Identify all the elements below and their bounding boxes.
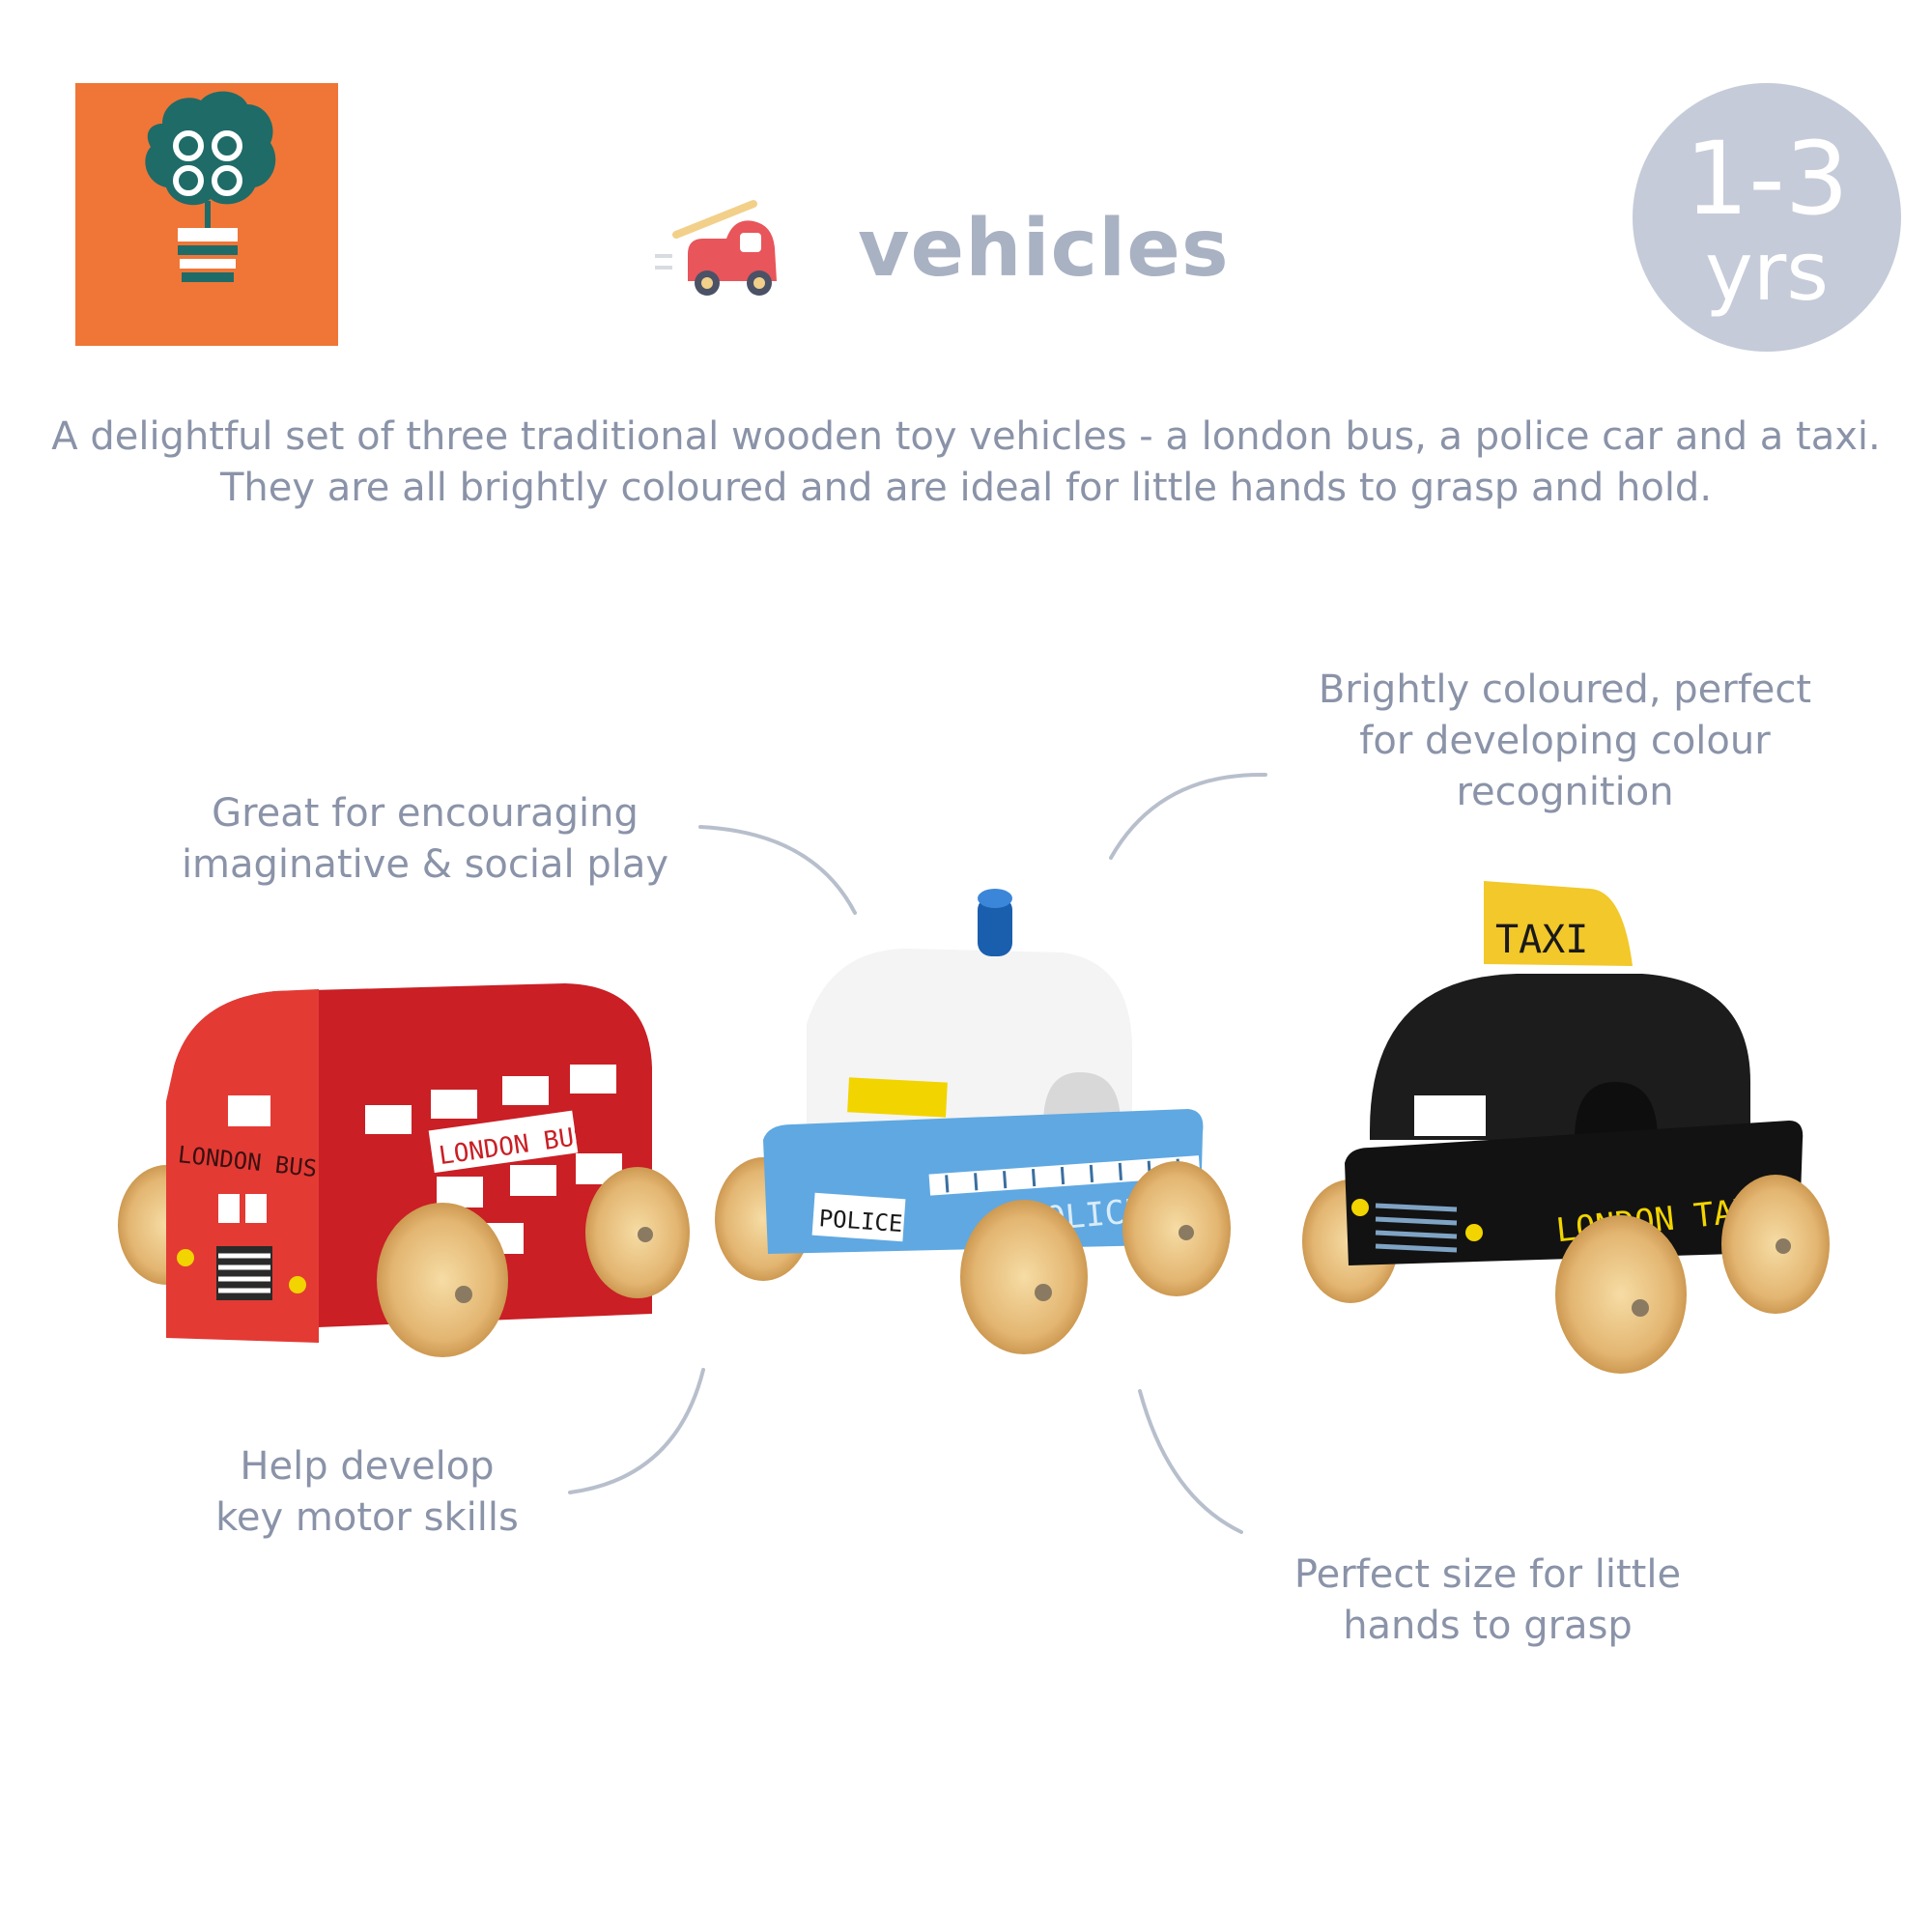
feature-text-line: key motor skills: [215, 1495, 519, 1540]
feature-text-line: Great for encouraging: [212, 791, 639, 836]
product-description: A delightful set of three traditional wo…: [19, 412, 1913, 514]
brand-logo: orange tree toys: [75, 83, 338, 408]
feature-text-line: hands to grasp: [1343, 1604, 1633, 1648]
age-unit: yrs: [1704, 224, 1829, 319]
feature-colour-recognition: Brightly coloured, perfect for developin…: [1275, 665, 1855, 818]
age-range: 1-3: [1685, 120, 1849, 238]
fire-truck-icon: [655, 200, 777, 296]
age-badge: 1-3 yrs: [1633, 83, 1901, 352]
feature-text-line: Brightly coloured, perfect: [1318, 668, 1812, 712]
category-title: vehicles: [858, 203, 1230, 295]
feature-grasp-size: Perfect size for little hands to grasp: [1246, 1549, 1729, 1652]
feature-motor-skills: Help develop key motor skills: [174, 1441, 560, 1544]
taxi-sign-label: TAXI: [1495, 918, 1588, 962]
police-front-label: POLICE: [818, 1205, 903, 1237]
feature-text-line: Perfect size for little: [1293, 1552, 1682, 1597]
london-bus-toy: LONDON BUS LONDON BUS: [118, 983, 690, 1357]
brand-name: orange tree toys: [98, 377, 316, 408]
feature-imaginative-play: Great for encouraging imaginative & soci…: [145, 788, 705, 891]
feature-text-line: Help develop: [240, 1444, 495, 1489]
feature-text-line: for developing colour: [1359, 719, 1771, 763]
feature-text-line: recognition: [1456, 770, 1674, 814]
tree-logo-icon: [145, 91, 276, 282]
description-line-1: A delightful set of three traditional wo…: [51, 414, 1881, 459]
london-taxi-toy: TAXI LONDON TAXI: [1302, 881, 1830, 1374]
feature-text-line: imaginative & social play: [181, 842, 669, 887]
police-car-toy: POLICE POLICE: [715, 889, 1231, 1354]
description-line-2: They are all brightly coloured and are i…: [219, 466, 1713, 510]
